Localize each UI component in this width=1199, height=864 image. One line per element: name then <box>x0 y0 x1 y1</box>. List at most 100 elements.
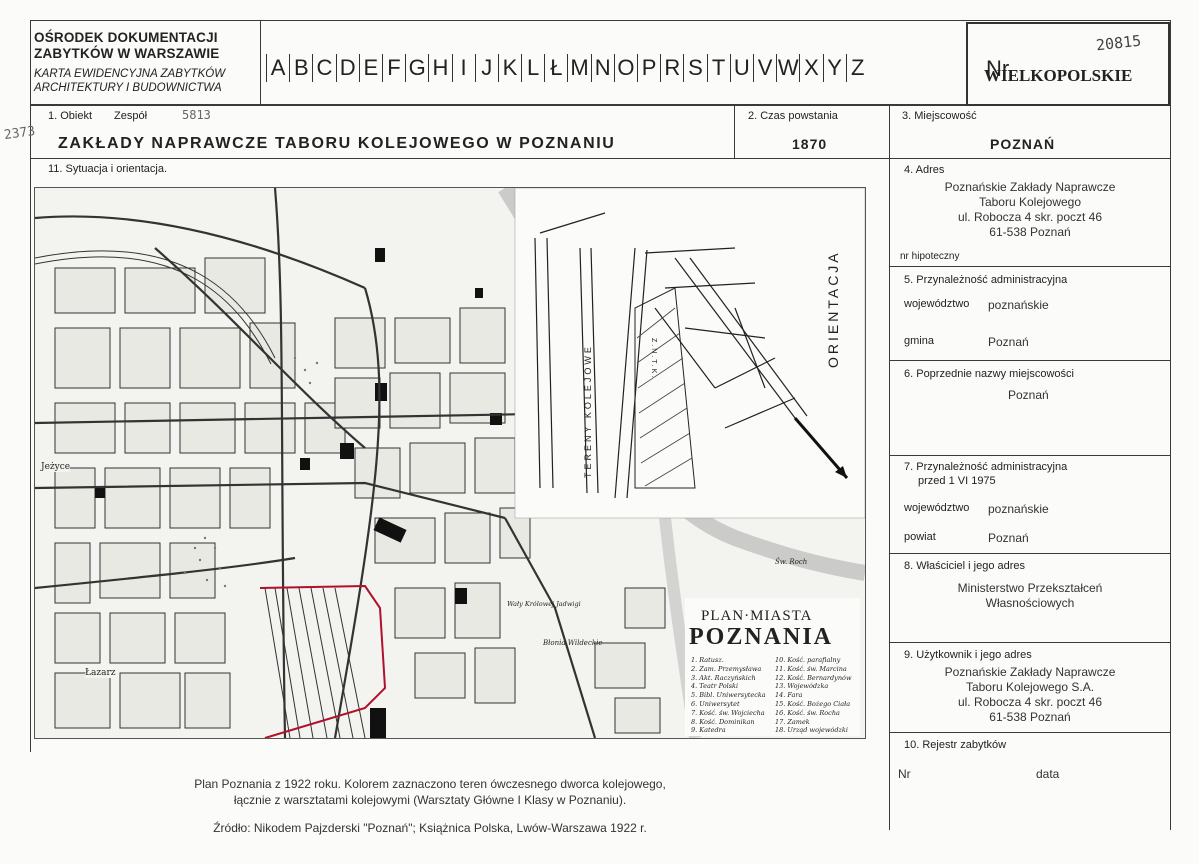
user-line: Taboru Kolejowego S.A. <box>965 680 1095 694</box>
user-line: ul. Robocza 4 skr. poczt 46 <box>957 695 1103 709</box>
mortgage-label: nr hipoteczny <box>900 251 960 262</box>
index-letter: F <box>381 54 405 82</box>
date-value: 1870 <box>792 136 828 152</box>
lazarz-label: Łazarz <box>85 668 116 678</box>
map-title-line2: POZNANIA <box>689 624 834 650</box>
admin-label: 5. Przynależność administracyjna <box>904 274 1068 286</box>
index-letter: H <box>428 54 451 82</box>
index-letter: Ł <box>544 54 567 82</box>
index-letter: T <box>706 54 730 82</box>
user-line: 61-538 Poznań <box>989 710 1071 724</box>
section-div-7 <box>889 553 1170 554</box>
legend-item: 6. Uniwersytet <box>691 699 740 708</box>
locality-value: POZNAŃ <box>990 136 1056 152</box>
north-arrow-head-icon <box>835 466 847 478</box>
user-label: 9. Użytkownik i jego adres <box>904 649 1032 661</box>
index-letter: C <box>312 54 335 82</box>
section-div-4 <box>889 266 1170 267</box>
owner-line: Ministerstwo Przekształceń <box>957 581 1103 595</box>
legend-item: 2. Zam. Przemysława <box>691 664 762 673</box>
index-letter: Z <box>845 54 869 82</box>
index-letter: Y <box>822 54 846 82</box>
legend-item: 1. Ratusz. <box>691 656 724 664</box>
col-divider-right <box>889 104 890 830</box>
card-type: KARTA EWIDENCYJNA ZABYTKÓW ARCHITEKTURY … <box>34 67 225 95</box>
caption-line1: Plan Poznania z 1922 roku. Kolorem zazna… <box>194 777 666 791</box>
inset-railway-label: TERENY KOLEJOWE <box>583 344 593 478</box>
index-letter: G <box>405 54 428 82</box>
section-div-9 <box>889 732 1170 733</box>
legend-item: 17. Zamek <box>775 717 810 726</box>
index-letter: X <box>799 54 822 82</box>
province-label: województwo <box>904 298 970 310</box>
map-source: Źródło: Nikodem Pajzderski "Poznań"; Ksi… <box>213 821 647 835</box>
frame-right <box>1170 20 1171 830</box>
address-line: Taboru Kolejowego <box>978 195 1082 209</box>
date-label: 2. Czas powstania <box>748 110 838 122</box>
institution-name: OŚRODEK DOKUMENTACJI ZABYTKÓW W WARSZAWI… <box>34 30 219 62</box>
city-map-drawing <box>35 188 865 738</box>
legend-item: 12. Kość. Bernardynów <box>775 673 852 682</box>
nr-label: Nr <box>986 56 1010 81</box>
legend-item: 5. Bibl. Uniwersytecka <box>691 691 766 700</box>
register-nr-label: Nr <box>898 767 911 781</box>
legend-item: 16. Kość. św. Rocha <box>775 708 840 717</box>
index-letter: P <box>637 54 660 82</box>
caption-line2: łącznie z warsztatami kolejowymi (Warszt… <box>233 793 627 807</box>
locality-label: 3. Miejscowość <box>902 110 977 122</box>
index-letter: M <box>567 54 590 82</box>
index-letter: W <box>776 54 799 82</box>
frame-left <box>30 20 31 752</box>
province-value: poznańskie <box>988 298 1049 312</box>
user-line: Poznańskie Zakłady Naprawcze <box>944 665 1116 679</box>
legend-box <box>685 598 860 736</box>
owner-label: 8. Właściciel i jego adres <box>904 560 1026 572</box>
section-div-5 <box>889 360 1170 361</box>
index-letter: K <box>497 54 521 82</box>
card-type-line1: KARTA EWIDENCYJNA ZABYTKÓW <box>34 68 226 80</box>
section-div-6 <box>889 455 1170 456</box>
jezyce-label: Jeżyce <box>41 462 71 472</box>
register-label: 10. Rejestr zabytków <box>904 739 1007 751</box>
handwritten-note-side: 2373 <box>3 123 37 144</box>
county-label: powiat <box>904 531 936 543</box>
former-names-value: Poznań <box>1008 388 1049 402</box>
station-area-highlight <box>259 584 387 738</box>
address-line: Poznańskie Zakłady Naprawcze <box>944 180 1116 194</box>
index-letter: I <box>451 54 475 82</box>
orientation-inset <box>514 188 865 519</box>
legend-item: 9. Katedra <box>691 726 726 735</box>
legend-item: 14. Fara <box>775 691 803 700</box>
commune-value: Poznań <box>988 335 1029 349</box>
zntk-site <box>634 287 696 489</box>
institution-line2: ZABYTKÓW W WARSZAWIE <box>34 46 220 61</box>
header-divider <box>30 104 1170 106</box>
situation-label: 11. Sytuacja i orientacja. <box>48 163 168 175</box>
rocha-label: Św. Roch <box>775 558 808 566</box>
owner-line: Własnościowych <box>985 596 1075 610</box>
index-letter: D <box>335 54 359 82</box>
index-letter: A <box>266 54 289 82</box>
legend-item: 10. Kość. parafialny <box>775 656 841 664</box>
index-letter: U <box>729 54 753 82</box>
address-label: 4. Adres <box>904 164 945 176</box>
province-1975-label: województwo <box>904 502 970 514</box>
address-line: ul. Robocza 4 skr. poczt 46 <box>957 210 1103 224</box>
index-letter: J <box>474 54 498 82</box>
complex-label: Zespół <box>114 110 148 122</box>
map-title-line1: PLAN·MIASTA <box>701 608 813 624</box>
legend-item: 8. Kość. Dominikan <box>691 717 755 726</box>
card-type-line2: ARCHITEKTURY I BUDOWNICTWA <box>34 82 222 94</box>
institution-line1: OŚRODEK DOKUMENTACJI <box>34 30 218 45</box>
legend-item: 4. Teatr Polski <box>691 682 739 691</box>
index-letter: L <box>521 54 544 82</box>
park-dots <box>183 356 319 588</box>
address-line: 61-538 Poznań <box>989 225 1071 239</box>
north-arrow-icon <box>793 417 849 479</box>
header-vert <box>260 20 261 104</box>
waly-label: Wały Królowej Jadwigi <box>507 600 581 608</box>
orientation-label: ORIENTACJA <box>825 250 841 368</box>
